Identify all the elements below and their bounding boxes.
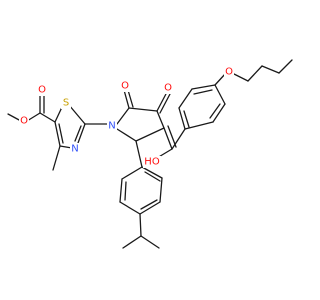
thiazole-sulfur-label: S xyxy=(61,97,71,109)
ketone-oxygen-label: O xyxy=(163,82,173,94)
lactam-oxygen-label: O xyxy=(120,80,130,92)
thiazole-nitrogen-label: N xyxy=(70,143,80,155)
svg-text:HO: HO xyxy=(144,157,160,168)
svg-text:O: O xyxy=(121,81,129,92)
hydroxyl-label: HO xyxy=(143,156,161,168)
svg-text:O: O xyxy=(225,67,233,78)
svg-text:N: N xyxy=(108,121,115,132)
svg-text:N: N xyxy=(71,144,78,155)
svg-text:O: O xyxy=(164,83,172,94)
lactam-nitrogen-label: N xyxy=(107,120,117,132)
svg-text:O: O xyxy=(38,85,46,96)
molecule-structure: O O S N N O O HO xyxy=(7,59,293,249)
ester-methoxy-oxygen-label: O xyxy=(19,115,29,127)
svg-text:S: S xyxy=(63,98,69,109)
ester-carbonyl-oxygen-label: O xyxy=(37,84,47,96)
ether-oxygen-label: O xyxy=(224,66,234,78)
bond-network xyxy=(7,59,293,249)
atom-labels: O O S N N O O HO xyxy=(19,66,234,168)
svg-text:O: O xyxy=(20,116,28,127)
